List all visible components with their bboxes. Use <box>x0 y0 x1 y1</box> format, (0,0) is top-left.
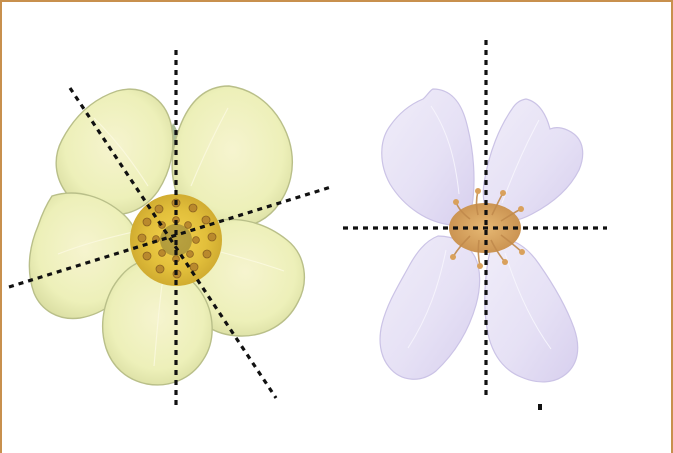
left-flower <box>29 86 304 385</box>
right-flower <box>380 89 583 382</box>
small-mark <box>538 404 542 410</box>
